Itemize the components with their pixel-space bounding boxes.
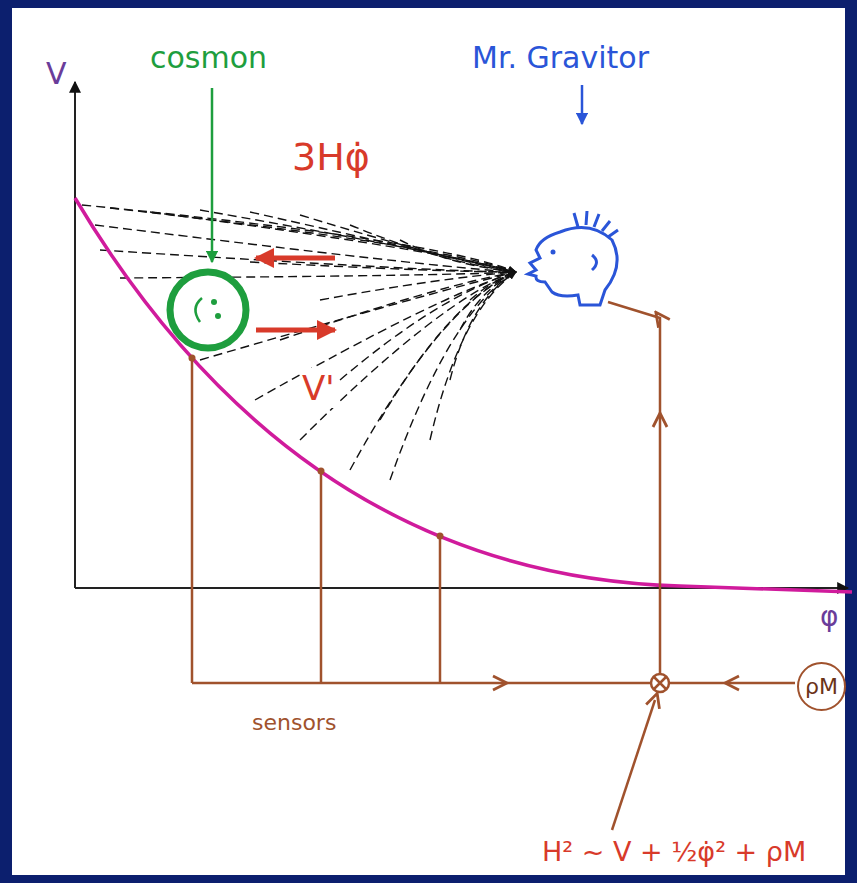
axis-label: φ bbox=[818, 600, 840, 633]
v-axis bbox=[74, 82, 76, 588]
character-label: Mr. Gravitor bbox=[470, 40, 651, 76]
sensor-dot bbox=[318, 468, 325, 475]
head-ear bbox=[592, 255, 597, 270]
cosmon-circle bbox=[170, 272, 246, 348]
wind-stroke bbox=[300, 215, 516, 272]
pointer-arrow bbox=[211, 88, 214, 262]
label-text: H² ~ V + ½φ̇² + ρM bbox=[540, 836, 808, 867]
head-hair bbox=[574, 211, 618, 237]
wind-stroke bbox=[82, 205, 516, 272]
feedback-wire bbox=[608, 302, 660, 674]
label-text: cosmon bbox=[148, 40, 269, 75]
cosmon-face bbox=[195, 298, 202, 322]
summing-junction bbox=[651, 674, 669, 692]
character-label: cosmon bbox=[148, 40, 269, 76]
wind-stroke bbox=[250, 212, 516, 272]
cosmon-eye bbox=[215, 313, 221, 319]
sensor-dot bbox=[437, 533, 444, 540]
wind-stroke bbox=[350, 272, 516, 470]
pointer-arrow bbox=[581, 85, 584, 124]
wind-stroke bbox=[470, 272, 516, 300]
wind-stroke bbox=[340, 272, 516, 380]
sensor-line bbox=[439, 536, 442, 683]
sensor-line bbox=[320, 471, 323, 683]
gravitor-head bbox=[528, 211, 618, 305]
wind-cloud bbox=[82, 205, 516, 480]
label-text: V' bbox=[300, 368, 337, 408]
wind-stroke bbox=[460, 272, 516, 330]
wind-stroke bbox=[100, 250, 516, 272]
wind-stroke bbox=[390, 272, 516, 480]
density-wire bbox=[669, 682, 795, 685]
wind-stroke bbox=[300, 272, 516, 440]
wind-stroke bbox=[450, 272, 516, 380]
force-label: 3Hφ̇ bbox=[290, 135, 372, 180]
density-circle: ρM bbox=[797, 662, 846, 711]
node-text: ρM bbox=[805, 674, 838, 699]
wind-stroke bbox=[110, 208, 516, 272]
wind-stroke bbox=[430, 272, 516, 440]
wind-stroke bbox=[200, 210, 516, 272]
label-text: φ bbox=[818, 600, 840, 633]
wind-stroke bbox=[380, 272, 516, 420]
axis-label: V bbox=[44, 56, 69, 92]
sensor-dots bbox=[189, 355, 444, 540]
wind-stroke bbox=[250, 262, 516, 272]
wind-stroke bbox=[120, 272, 516, 278]
label-text: 3Hφ̇ bbox=[290, 135, 372, 179]
label-text: V bbox=[44, 56, 69, 91]
sensor-dot bbox=[189, 355, 196, 362]
wind-stroke bbox=[150, 212, 516, 272]
force-arrow bbox=[256, 328, 335, 333]
equation-label: H² ~ V + ½φ̇² + ρM bbox=[540, 836, 808, 867]
summing-cross bbox=[654, 677, 666, 689]
sensor-wiring bbox=[192, 302, 795, 830]
group-label: sensors bbox=[250, 710, 338, 735]
sensor-bus bbox=[192, 682, 651, 685]
paper bbox=[12, 8, 845, 875]
label-text: sensors bbox=[250, 710, 338, 735]
wind-stroke bbox=[95, 225, 516, 272]
sensor-line bbox=[191, 358, 194, 683]
pointer-arrow bbox=[612, 700, 655, 830]
friction-arrow bbox=[256, 256, 335, 261]
cosmon-ball bbox=[170, 272, 246, 348]
head-eye bbox=[551, 250, 556, 255]
cosmon-eye bbox=[211, 299, 217, 305]
force-label: V' bbox=[300, 368, 337, 408]
label-text: Mr. Gravitor bbox=[470, 40, 651, 75]
head-outline bbox=[528, 228, 617, 306]
